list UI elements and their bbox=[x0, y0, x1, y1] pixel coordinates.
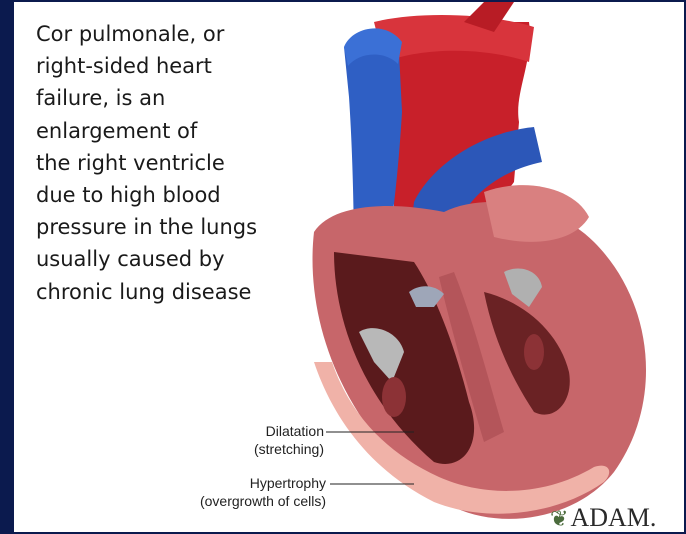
leaf-icon: ❦ bbox=[550, 506, 568, 531]
papillary-muscle bbox=[382, 377, 406, 417]
description-text: Cor pulmonale, or right-sided heart fail… bbox=[36, 18, 306, 308]
papillary-muscle bbox=[524, 334, 544, 370]
illustration-panel: Cor pulmonale, or right-sided heart fail… bbox=[14, 2, 684, 532]
logo-text: ADAM. bbox=[570, 503, 656, 532]
adam-logo: ❦ADAM. bbox=[550, 504, 656, 532]
dilatation-label: Dilatation (stretching) bbox=[214, 422, 324, 458]
hypertrophy-label: Hypertrophy (overgrowth of cells) bbox=[144, 474, 326, 510]
